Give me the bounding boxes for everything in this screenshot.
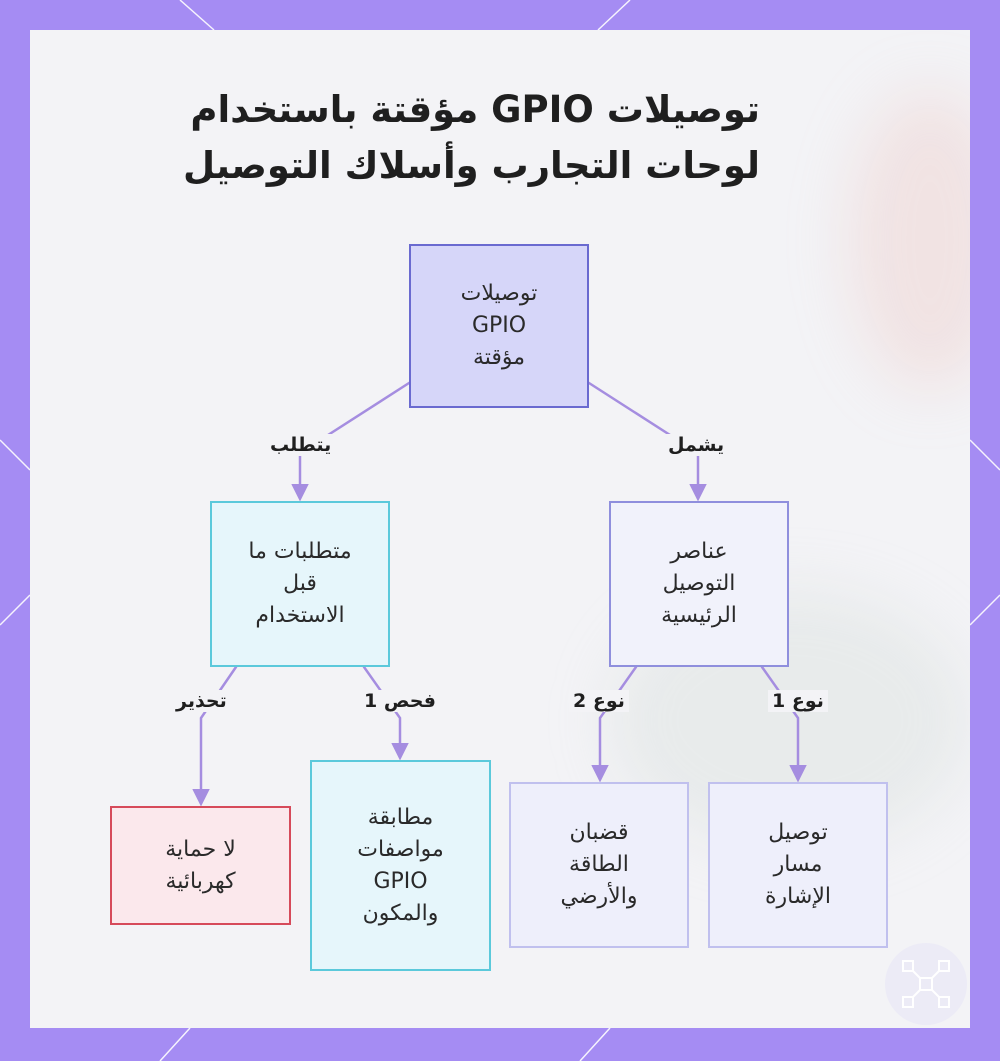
node-no-protection: لا حماية كهربائية [110,806,291,925]
node-spec-match-label: مطابقة مواصفات GPIO والمكون [357,804,444,926]
node-root: توصيلات GPIO مؤقتة [409,244,589,408]
edge-label-check1: فحص 1 [360,690,440,712]
edge-label-requires: يتطلب [266,434,336,456]
node-power-label: قضبان الطاقة والأرضي [560,820,638,909]
node-signal-label: توصيل مسار الإشارة [765,820,831,909]
title-line-1: توصيلات GPIO مؤقتة باستخدام [190,88,760,131]
title-line-2: لوحات التجارب وأسلاك التوصيل [182,144,760,187]
node-spec-match: مطابقة مواصفات GPIO والمكون [310,760,491,971]
node-no-protection-label: لا حماية كهربائية [165,836,236,894]
edge-label-type2: نوع 2 [569,690,629,712]
diagram-title: توصيلات GPIO مؤقتة باستخدام لوحات التجار… [120,82,760,194]
edge-components-power [591,665,638,783]
node-prerequisites-label: متطلبات ما قبل الاستخدام [248,539,352,628]
edge-prerequisites-warning [192,665,238,807]
edge-label-type1: نوع 1 [768,690,828,712]
logo-icon [902,960,950,1008]
edge-prerequisites-match [362,665,409,761]
node-components: عناصر التوصيل الرئيسية [609,501,789,667]
node-signal: توصيل مسار الإشارة [708,782,888,948]
brand-logo [885,943,967,1025]
node-power: قضبان الطاقة والأرضي [509,782,689,948]
background-blur [850,90,970,390]
node-prerequisites: متطلبات ما قبل الاستخدام [210,501,390,667]
node-components-label: عناصر التوصيل الرئيسية [661,539,737,628]
edge-label-includes: يشمل [664,434,729,456]
edge-components-signal [760,665,807,783]
node-root-label: توصيلات GPIO مؤقتة [460,281,538,370]
edge-label-warning: تحذير [172,690,231,712]
